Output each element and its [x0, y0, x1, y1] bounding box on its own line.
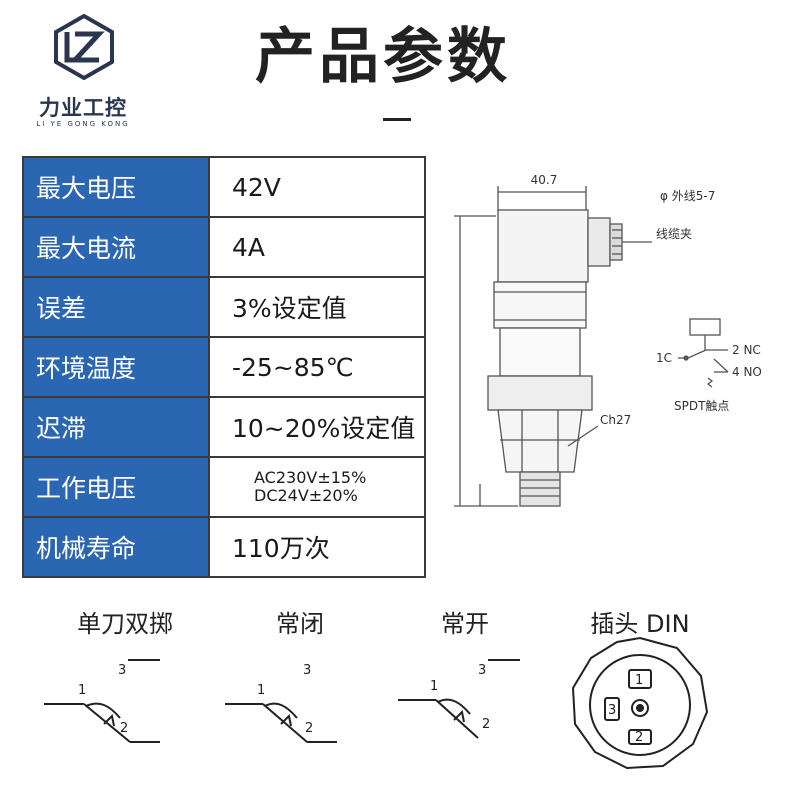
contact-1-label: 1C	[656, 351, 672, 365]
brand-name-cn: 力业工控	[39, 96, 127, 120]
terminal-3: 3	[478, 663, 486, 678]
spec-row: 环境温度 -25~85℃	[22, 336, 426, 398]
spec-row: 迟滞 10~20%设定值	[22, 396, 426, 458]
no-symbol-icon: 3 1 2	[398, 659, 520, 739]
contact-caption: SPDT触点	[674, 399, 729, 413]
spec-key: 最大电压	[22, 156, 210, 218]
spec-value: 10~20%设定值	[208, 396, 426, 458]
din-plug-icon: 1 2 3	[571, 636, 709, 770]
nc-symbol-icon: 3 1 2	[225, 663, 337, 743]
cable-clamp-label: 线缆夹	[656, 227, 692, 241]
terminal-2: 2	[120, 721, 128, 736]
symbol-label: 单刀双掷	[77, 610, 173, 638]
spec-value: 110万次	[208, 516, 426, 578]
spec-table: 最大电压 42V 最大电流 4A 误差 3%设定值 环境温度 -25~85℃ 迟…	[22, 156, 426, 578]
hex-label: Ch27	[600, 413, 631, 427]
spec-value: 3%设定值	[208, 276, 426, 338]
spec-key: 机械寿命	[22, 516, 210, 578]
terminal-1: 1	[430, 679, 438, 694]
terminal-2: 2	[305, 721, 313, 736]
terminal-3: 3	[303, 663, 311, 678]
spec-value-line: DC24V±20%	[254, 486, 358, 505]
terminal-1: 1	[257, 683, 265, 698]
symbol-normally-closed: 常闭 3 1 2	[205, 604, 395, 754]
cable-od-label: φ 外线5-7	[660, 189, 715, 203]
symbol-spdt: 单刀双掷 3 1 2	[30, 604, 220, 754]
contact-4-label: 4 NO	[732, 365, 762, 379]
spec-row: 最大电流 4A	[22, 216, 426, 278]
brand-name-en: LI YE GONG KONG	[36, 120, 130, 128]
spec-value: 42V	[208, 156, 426, 218]
spec-key: 环境温度	[22, 336, 210, 398]
width-dimension-label: 40.7	[531, 173, 558, 187]
spec-key: 最大电流	[22, 216, 210, 278]
brand-logo: 力业工控 LI YE GONG KONG	[18, 14, 148, 128]
symbol-label: 常开	[441, 610, 489, 638]
spec-key: 误差	[22, 276, 210, 338]
terminal-1: 1	[78, 683, 86, 698]
spec-value: 4A	[208, 216, 426, 278]
terminal-3: 3	[608, 703, 616, 718]
symbol-din-plug: 插头 DIN 1 2 3	[545, 604, 735, 770]
terminal-2: 2	[482, 717, 490, 732]
title-underline	[383, 118, 411, 121]
spec-row: 机械寿命 110万次	[22, 516, 426, 578]
dimension-drawing: 40.7 φ 外线5-7 线缆夹 Ch27 1C 2 NC 4 NO SPDT触…	[454, 173, 762, 507]
spdt-symbol-icon: 3 1 2	[44, 659, 160, 743]
terminal-1: 1	[635, 673, 643, 688]
brand-logo-icon	[54, 14, 114, 80]
spec-row: 最大电压 42V	[22, 156, 426, 218]
spec-key: 迟滞	[22, 396, 210, 458]
spec-row: 工作电压 AC230V±15% DC24V±20%	[22, 456, 426, 518]
page-title: 产品参数	[255, 22, 511, 92]
symbol-normally-open: 常开 3 1 2	[370, 604, 560, 754]
spec-key: 工作电压	[22, 456, 210, 518]
symbol-label: 常闭	[276, 610, 324, 638]
contact-2-label: 2 NC	[732, 343, 761, 357]
spec-value-line: AC230V±15%	[254, 468, 367, 487]
terminal-3: 3	[118, 663, 126, 678]
terminal-2: 2	[635, 730, 643, 745]
spec-row: 误差 3%设定值	[22, 276, 426, 338]
spec-value: AC230V±15% DC24V±20%	[208, 456, 426, 518]
spec-value: -25~85℃	[208, 336, 426, 398]
symbol-label: 插头 DIN	[590, 610, 690, 638]
